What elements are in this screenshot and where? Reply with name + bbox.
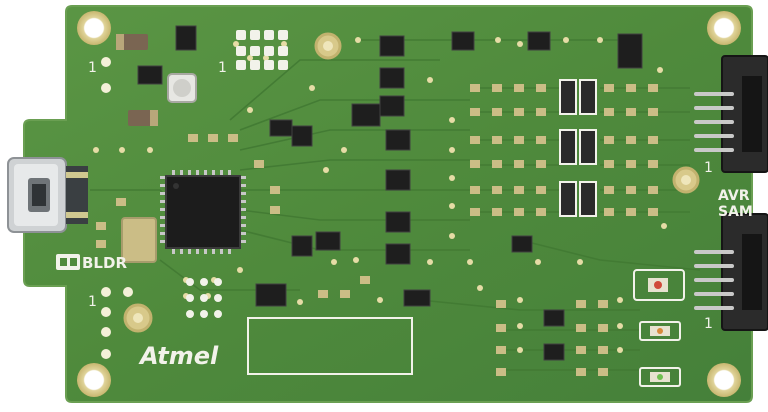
atmel-logo: Atmel bbox=[138, 342, 219, 370]
mounting-holes bbox=[77, 11, 741, 397]
left-test-pads bbox=[101, 57, 133, 359]
crystal-oscillator bbox=[121, 217, 157, 263]
sam-header-connector bbox=[694, 213, 768, 331]
silkscreen-text: 1 1 1 1 1 AVR SAM BLDR Atmel bbox=[82, 60, 753, 370]
avr-label: AVR bbox=[718, 188, 750, 204]
pin1-label-center: 1 bbox=[218, 60, 227, 76]
bldr-jumper-pad bbox=[56, 254, 80, 270]
led-orange bbox=[657, 328, 663, 334]
inductor bbox=[167, 73, 197, 103]
status-leds bbox=[633, 269, 685, 387]
led-green bbox=[657, 374, 663, 380]
mounting-hole-top-right bbox=[707, 11, 741, 45]
mounting-hole-top-left bbox=[77, 11, 111, 45]
sam-label: SAM bbox=[718, 204, 753, 220]
small-ics bbox=[137, 25, 643, 361]
micro-usb-connector bbox=[7, 157, 88, 233]
mounting-hole-bottom-left bbox=[77, 363, 111, 397]
led-red bbox=[654, 281, 662, 289]
bldr-label: BLDR bbox=[82, 254, 127, 272]
main-microcontroller bbox=[160, 170, 246, 254]
avr-header-connector bbox=[694, 55, 768, 173]
pin1-label-left-bottom: 1 bbox=[88, 294, 97, 310]
pin1-label-left-top: 1 bbox=[88, 60, 97, 76]
pin1-label-sam: 1 bbox=[704, 316, 713, 332]
pcb-board bbox=[23, 5, 753, 403]
mounting-hole-bottom-right bbox=[707, 363, 741, 397]
test-pad-grid bbox=[186, 278, 222, 318]
pin1-label-avr: 1 bbox=[704, 160, 713, 176]
passive-components bbox=[96, 79, 658, 376]
label-area bbox=[247, 317, 413, 375]
programming-pads bbox=[236, 30, 288, 70]
capacitors bbox=[116, 34, 158, 126]
